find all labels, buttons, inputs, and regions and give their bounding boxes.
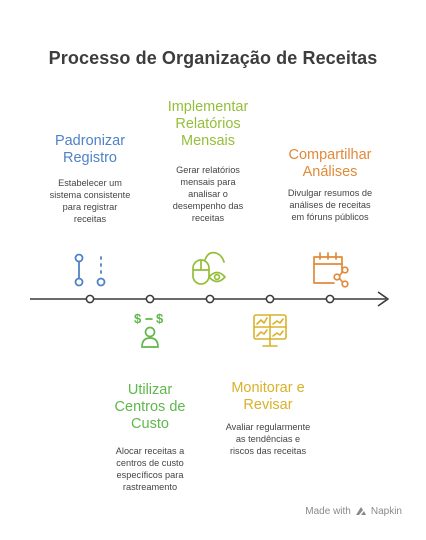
step-title-monitorar-e-revisar: Monitorar e Revisar — [231, 380, 305, 413]
dashboard-icon — [253, 314, 287, 347]
step-desc-padronizar-registro: Estabelecer um sistema consistente para … — [49, 178, 131, 224]
nodes-icon — [74, 253, 106, 287]
step-desc-implementar-relatorios-mensais: Gerar relatórios mensais para analisar o… — [172, 165, 244, 223]
timeline-node-3 — [205, 294, 215, 304]
mouse-eye-icon — [192, 251, 226, 285]
step-desc-utilizar-centros-de-custo: Alocar receitas a centros de custo espec… — [115, 446, 185, 492]
svg-text:$: $ — [134, 311, 142, 326]
step-title-utilizar-centros-de-custo: Utilizar Centros de Custo — [114, 382, 186, 432]
step-title-implementar-relatorios-mensais: Implementar Relatórios Mensais — [167, 99, 249, 149]
made-with-text: Made with — [305, 505, 351, 517]
timeline-arrowhead — [377, 291, 389, 307]
svg-text:$: $ — [156, 311, 164, 326]
cost-person-icon: $ $ — [134, 311, 164, 348]
timeline-node-2 — [145, 294, 155, 304]
napkin-brand-text: Napkin — [370, 505, 402, 517]
step-desc-compartilhar-analises: Divulgar resumos de análises de receitas… — [287, 188, 373, 222]
step-title-compartilhar-analises: Compartilhar Análises — [288, 147, 372, 180]
step-desc-monitorar-e-revisar: Avaliar regularmente as tendências e ris… — [225, 422, 311, 456]
timeline-node-5 — [325, 294, 335, 304]
timeline-node-4 — [265, 294, 275, 304]
page-title: Processo de Organização de Receitas — [48, 48, 378, 68]
footer-attribution: Made with Napkin — [305, 505, 402, 517]
step-title-padronizar-registro: Padronizar Registro — [54, 133, 126, 166]
timeline-node-1 — [85, 294, 95, 304]
napkin-logo-icon — [355, 507, 366, 515]
calendar-share-icon — [313, 252, 349, 288]
